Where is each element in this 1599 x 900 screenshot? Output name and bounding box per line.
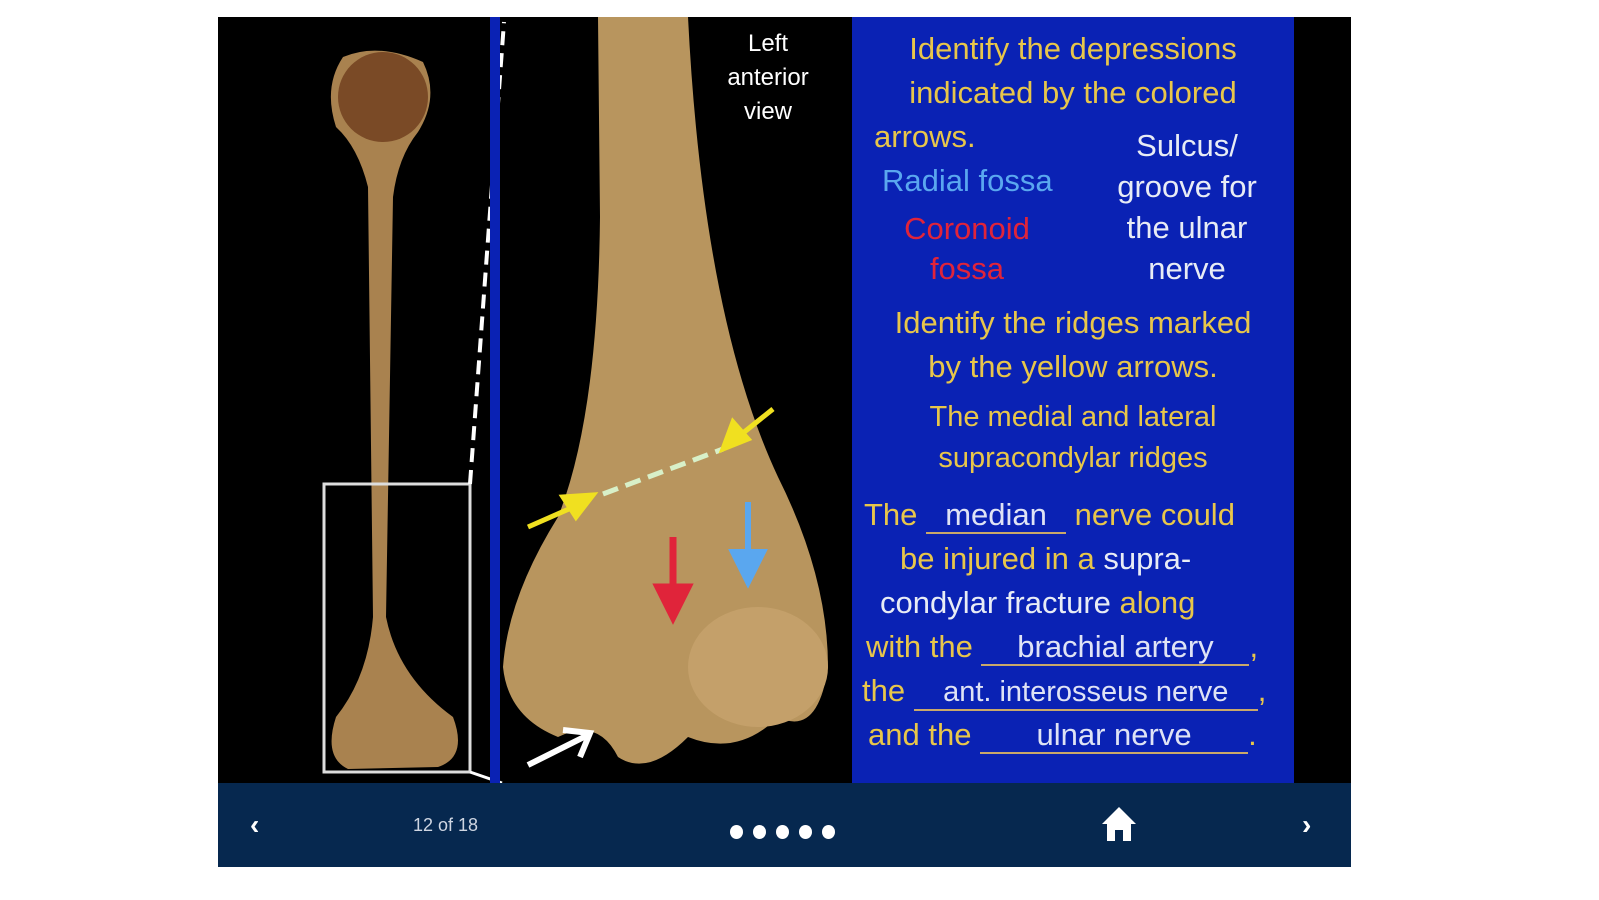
chevron-left-icon: ‹ [250, 809, 260, 840]
page-dot[interactable] [799, 825, 812, 839]
paragraph-line-1: The median nerve could [864, 497, 1235, 534]
question-1-end: arrows. [874, 119, 976, 154]
home-icon [1102, 807, 1136, 841]
white-arrow [526, 727, 595, 768]
blank-brachial-artery: brachial artery [981, 630, 1250, 666]
paragraph-line-6: and the ulnar nerve. [868, 717, 1257, 754]
blue-arrow [728, 502, 768, 589]
prev-button[interactable]: ‹ [250, 809, 259, 841]
red-arrow [652, 537, 694, 625]
humerus-image [322, 17, 828, 783]
paragraph-line-3: condylar fracture along [880, 585, 1196, 620]
paragraph-line-2: be injured in a supra- [900, 541, 1192, 576]
home-button[interactable] [1100, 805, 1138, 848]
paragraph-line-5: the ant. interosseus nerve, [862, 669, 1266, 713]
blank-median: median [926, 498, 1067, 534]
humerus-full [330, 50, 458, 770]
yellow-arrow-lateral [526, 492, 599, 530]
zoom-box [322, 482, 472, 774]
blank-ulnar-nerve: ulnar nerve [980, 718, 1249, 754]
yellow-arrow-medial [718, 407, 775, 454]
humeral-head [338, 52, 428, 142]
page-dot[interactable] [776, 825, 789, 839]
slide-counter: 12 of 18 [413, 815, 479, 835]
answer-radial-fossa: Radial fossa [882, 163, 1053, 198]
page-dot[interactable] [822, 825, 835, 839]
blank-interosseus-nerve: ant. interosseus nerve [913, 675, 1258, 711]
page-dot[interactable] [753, 825, 766, 839]
navigation-bar: ‹ 12 of 18 › [218, 783, 1351, 867]
view-label: Left anterior view [727, 30, 809, 125]
next-button[interactable]: › [1302, 809, 1311, 841]
slide: Left anterior view Identify the depressi… [218, 17, 1351, 783]
page-dot[interactable] [730, 825, 743, 839]
chevron-right-icon: › [1302, 809, 1312, 840]
paragraph-line-4: with the brachial artery, [866, 629, 1259, 666]
